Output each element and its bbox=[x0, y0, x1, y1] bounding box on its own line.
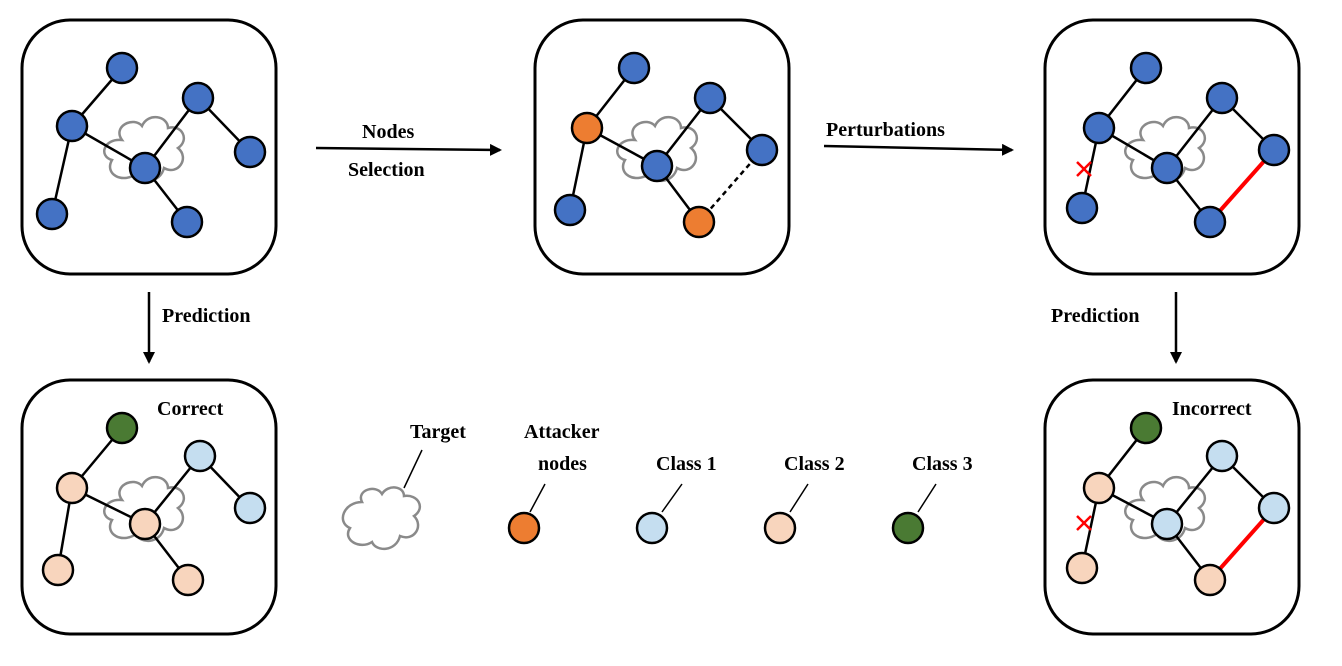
legend-class3: Class 3 bbox=[891, 453, 973, 545]
arrow-label-nodes: Nodes bbox=[362, 121, 414, 143]
legend-class3-label: Class 3 bbox=[912, 453, 973, 475]
node bbox=[233, 135, 267, 169]
legend-attacker: Attacker nodes bbox=[507, 421, 600, 545]
legend-class1-node bbox=[635, 511, 669, 545]
legend-attacker-label-line1: Attacker bbox=[524, 421, 600, 443]
incorrect-label: Incorrect bbox=[1172, 398, 1252, 420]
node bbox=[105, 51, 139, 85]
legend-target: Target bbox=[341, 421, 466, 550]
node bbox=[181, 81, 215, 115]
legend: Target Attacker nodes Class 1 Class 2 Cl… bbox=[341, 421, 973, 550]
attacker-node bbox=[570, 111, 604, 145]
node bbox=[35, 197, 69, 231]
legend-class3-node bbox=[891, 511, 925, 545]
panel-correct-prediction: Correct bbox=[20, 378, 278, 636]
arrow-label-perturbations: Perturbations bbox=[826, 119, 945, 141]
target-cloud-icon bbox=[341, 486, 422, 550]
panel-perturbed-graph bbox=[1043, 18, 1301, 276]
candidate-edge bbox=[698, 149, 763, 223]
legend-class2: Class 2 bbox=[763, 453, 845, 545]
attacker-node bbox=[682, 205, 716, 239]
panel-incorrect-prediction: Incorrect bbox=[1043, 378, 1301, 636]
panel-node-selection bbox=[533, 18, 791, 276]
legend-class1: Class 1 bbox=[635, 453, 717, 545]
legend-attacker-node bbox=[507, 511, 541, 545]
target-node bbox=[128, 151, 162, 185]
arrow-perturbations: Perturbations bbox=[823, 119, 1014, 156]
legend-class2-node bbox=[763, 511, 797, 545]
node bbox=[55, 109, 89, 143]
prediction-label-left: Prediction bbox=[162, 305, 251, 327]
legend-class1-label: Class 1 bbox=[656, 453, 717, 475]
arrow-node-selection: Nodes Selection bbox=[315, 121, 502, 181]
removed-edge-mark bbox=[1076, 161, 1092, 177]
legend-attacker-label-line2: nodes bbox=[538, 453, 587, 475]
legend-class2-label: Class 2 bbox=[784, 453, 845, 475]
legend-target-label: Target bbox=[410, 421, 466, 443]
arrow-prediction-right: Prediction bbox=[1051, 292, 1182, 364]
correct-label: Correct bbox=[157, 398, 224, 420]
arrow-label-selection: Selection bbox=[348, 159, 425, 181]
panel-original-graph bbox=[20, 18, 278, 276]
node bbox=[170, 205, 204, 239]
prediction-label-right: Prediction bbox=[1051, 305, 1140, 327]
target-cloud bbox=[103, 116, 186, 182]
arrow-prediction-left: Prediction bbox=[143, 292, 251, 364]
